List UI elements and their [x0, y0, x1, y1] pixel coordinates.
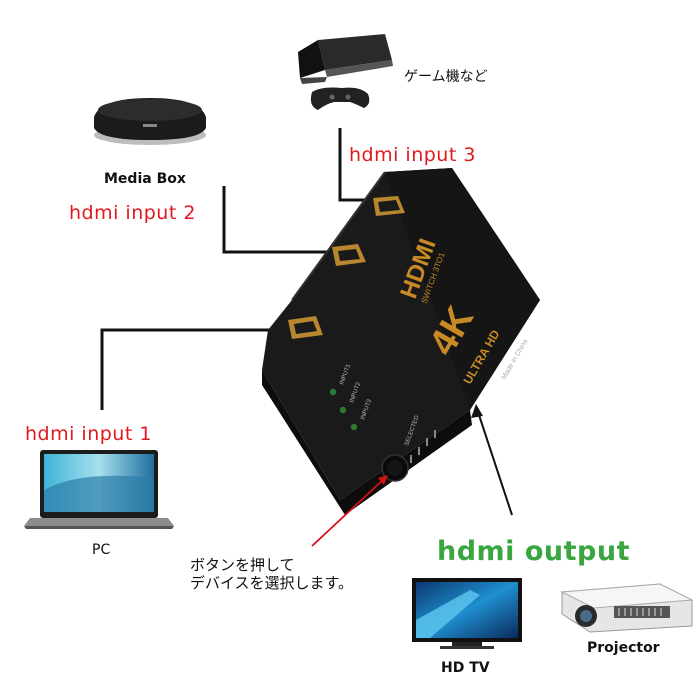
- media-box-icon: [94, 98, 206, 145]
- hd-tv-icon: [412, 578, 522, 649]
- hdmi-input-2-label: hdmi input 2: [69, 202, 196, 224]
- gamepad-icon: [311, 88, 369, 111]
- pc-label: PC: [92, 542, 110, 558]
- media-box-label: Media Box: [104, 171, 186, 187]
- hdmi-input-3-label: hdmi input 3: [349, 144, 476, 166]
- hdmi-output-label: hdmi output: [437, 536, 630, 567]
- laptop-icon: [24, 450, 174, 529]
- hdmi-input-1-label: hdmi input 1: [25, 423, 152, 445]
- button-note-line-2: デバイスを選択します。: [190, 574, 353, 592]
- cable-input-2: [224, 186, 330, 252]
- hd-tv-label: HD TV: [441, 660, 490, 676]
- projector-icon: [562, 584, 692, 632]
- button-note-line-1: ボタンを押して: [190, 556, 295, 574]
- output-arrow: [471, 404, 512, 515]
- projector-label: Projector: [587, 640, 660, 656]
- game-console-label: ゲーム機など: [404, 66, 488, 86]
- game-console-icon: [298, 34, 393, 84]
- cable-input-1: [102, 330, 286, 410]
